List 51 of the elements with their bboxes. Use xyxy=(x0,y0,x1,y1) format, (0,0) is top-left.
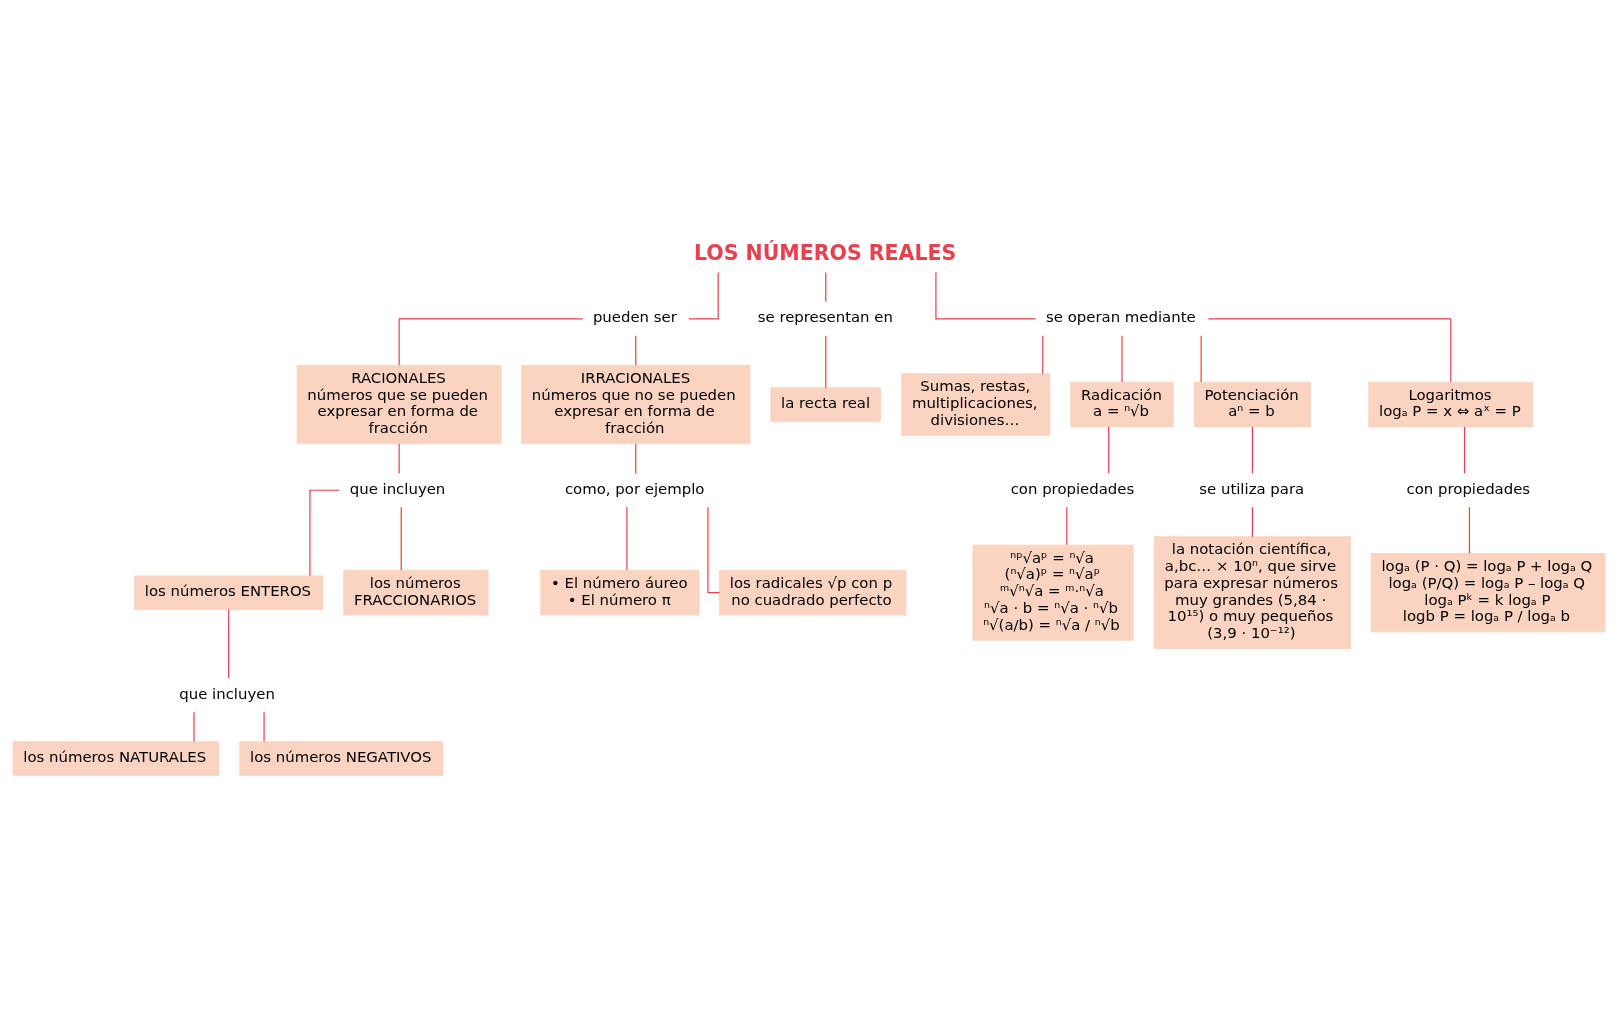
node-text: se utiliza para xyxy=(1199,479,1305,498)
connector xyxy=(626,506,628,571)
node-box: los radicales √p con p no cuadrado perfecto xyxy=(719,569,907,615)
node-text: LOS NÚMEROS REALES xyxy=(693,240,957,265)
connector xyxy=(228,608,230,679)
connector xyxy=(263,711,265,742)
connector xyxy=(1121,334,1123,383)
node-box: los números NEGATIVOS xyxy=(239,740,444,776)
connector xyxy=(688,271,719,319)
connector xyxy=(1042,334,1044,374)
connector xyxy=(400,506,402,571)
connector xyxy=(1207,317,1452,383)
connector xyxy=(635,334,637,366)
connector xyxy=(1468,506,1471,554)
node-box: los números ENTEROS xyxy=(134,574,324,610)
node-box: la recta real xyxy=(770,386,882,422)
connector xyxy=(309,489,340,576)
connector xyxy=(398,442,400,474)
node-box: Logaritmos logₐ P = x ⇔ aˣ = P xyxy=(1368,381,1534,427)
connector xyxy=(707,506,721,593)
node-text: se representan en xyxy=(757,307,893,326)
node-box: ⁿᵖ√aᵖ = ⁿ√a (ⁿ√a)ᵖ = ⁿ√aᵖ ᵐ√ⁿ√a = ᵐ·ⁿ√a ⁿ√a · b = ⁿ√a · ⁿ√b ⁿ√(a/b) = ⁿ√a / ⁿ√b xyxy=(972,544,1134,641)
connector xyxy=(1251,506,1253,537)
node-text: pueden ser xyxy=(592,307,677,326)
connector xyxy=(825,334,827,388)
connector xyxy=(193,711,195,742)
connector xyxy=(1200,334,1202,383)
node-text: que incluyen xyxy=(179,684,275,703)
node-box: Potenciación aⁿ = b xyxy=(1193,381,1312,427)
connector xyxy=(398,317,584,366)
connector xyxy=(635,442,637,474)
node-box: los números FRACCIONARIOS xyxy=(343,569,489,615)
node-text: que incluyen xyxy=(349,479,446,498)
node-text: con propiedades xyxy=(1010,479,1135,498)
node-text: se operan mediante xyxy=(1046,307,1196,326)
connector xyxy=(1463,425,1466,474)
node-box: la notación científica, a,bc… × 10ⁿ, que sirve para expresar números muy grandes (5,84 · 10¹⁵) o muy pequeños (3,9 · 10⁻¹²) xyxy=(1153,535,1352,649)
connector xyxy=(1066,506,1068,545)
node-box: los números NATURALES xyxy=(12,740,220,776)
connector xyxy=(935,271,1037,319)
node-box: • El número áureo • El número π xyxy=(540,569,700,615)
connector xyxy=(825,271,827,302)
node-box: logₐ (P · Q) = logₐ P + logₐ Q logₐ (P/Q) = logₐ P – logₐ Q logₐ Pᵏ = k logₐ P logb P = logₐ P / logₐ b xyxy=(1370,552,1606,632)
connector xyxy=(1108,425,1110,474)
node-box: Radicación a = ⁿ√b xyxy=(1070,381,1174,427)
node-box: RACIONALES números que se pueden expresar en forma de fracción xyxy=(296,364,502,444)
node-box: IRRACIONALES números que no se pueden expresar en forma de fracción xyxy=(521,364,751,444)
connector xyxy=(1251,425,1253,474)
node-box: Sumas, restas, multiplicaciones, divisiones… xyxy=(901,372,1051,436)
node-text: con propiedades xyxy=(1406,479,1531,498)
node-text: como, por ejemplo xyxy=(564,479,705,498)
